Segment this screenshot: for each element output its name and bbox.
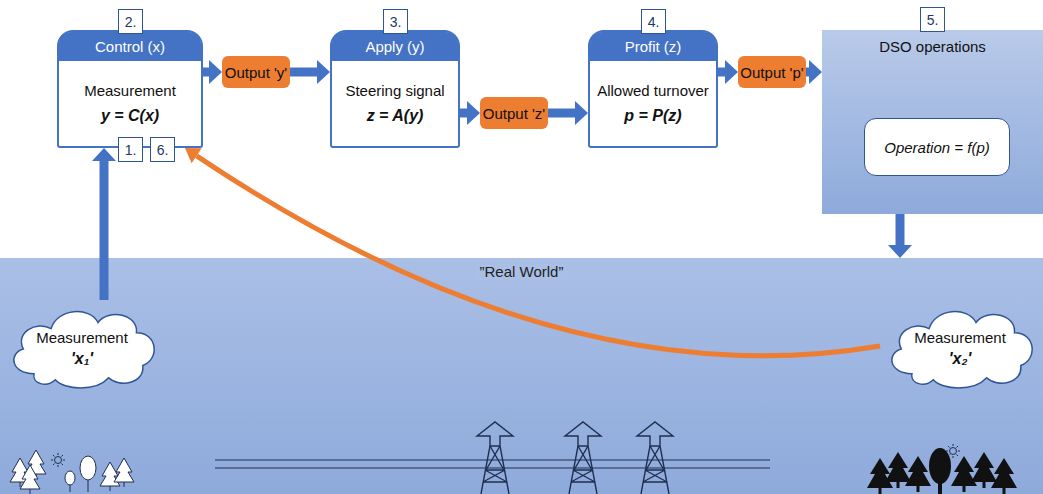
arrow-head [467, 101, 480, 125]
cloud-text: Measurement [914, 329, 1006, 346]
cloud-text: Measurement [36, 329, 128, 346]
black-trees [867, 444, 1017, 494]
connector-line [290, 68, 317, 77]
real-world-ground [0, 258, 1043, 494]
box-title: Profit (z) [625, 38, 682, 55]
callout-number: 6. [150, 137, 175, 162]
callout-number: 4. [641, 9, 666, 34]
box-text: Output 'p' [740, 64, 803, 81]
equation: z = A(y) [367, 107, 424, 125]
connector [92, 148, 116, 300]
arrow-head [185, 148, 202, 163]
measurement-cloud: Measurement 'x₁' [2, 300, 162, 390]
box-header: Profit (z) [590, 32, 716, 61]
apply-box: Apply (y) Steering signal z = A(y) [330, 30, 460, 148]
transmission-tower [565, 422, 601, 494]
box-text: Allowed turnover [597, 82, 709, 99]
equation: y = C(x) [101, 107, 159, 125]
arrow-head [209, 60, 222, 84]
connector [888, 214, 912, 258]
cloud-outline [14, 312, 154, 388]
box-text: Output 'y' [225, 64, 287, 81]
connector-line [203, 68, 209, 77]
panel-title: DSO operations [879, 38, 986, 55]
connector-line [548, 109, 575, 118]
connector-line [460, 109, 467, 118]
control-box: Control (x) Measurement y = C(x) [57, 30, 203, 148]
box-header: Apply (y) [332, 32, 458, 61]
connector [460, 101, 480, 125]
connector [185, 148, 880, 356]
connector-line [100, 161, 109, 300]
box-text: Output 'z' [483, 105, 545, 122]
transmission-tower [637, 422, 673, 494]
box-text: Operation = f(p) [884, 139, 989, 156]
arrow-head [317, 60, 330, 84]
connector [203, 60, 222, 84]
arrow-head [888, 245, 912, 258]
box-header: Control (x) [59, 32, 201, 61]
operation-box: Operation = f(p) [864, 118, 1010, 176]
transmission-tower [477, 422, 513, 494]
box-body: Allowed turnover p = P(z) [590, 61, 716, 146]
arrow-head [809, 60, 822, 84]
output-box: Output 'z' [480, 97, 548, 129]
connector-line [806, 68, 809, 77]
box-text: Measurement [84, 82, 176, 99]
connector [806, 60, 822, 84]
outline-trees [10, 450, 134, 494]
measurement-symbol: 'x₁' [71, 350, 93, 368]
connector [290, 60, 330, 84]
box-title: Control (x) [95, 38, 165, 55]
real-world-band: ”Real World” Measurement 'x₁' Measurement 'x… [0, 258, 1043, 494]
dso-panel: DSO operationsOperation = f(p) [822, 30, 1043, 214]
callout-number: 1. [118, 137, 143, 162]
cloud-outline [892, 312, 1032, 388]
arrow-head [92, 148, 116, 161]
connector-line [896, 214, 905, 245]
power-lines [215, 460, 770, 468]
callout-number: 5. [920, 7, 945, 32]
measurement-cloud: Measurement 'x₂' [880, 300, 1040, 390]
arrow-head [575, 101, 588, 125]
box-text: Steering signal [345, 82, 444, 99]
connector-line [718, 68, 725, 77]
connector-line [197, 156, 880, 356]
callout-number: 3. [383, 9, 408, 34]
box-title: Apply (y) [365, 38, 424, 55]
box-body: Steering signal z = A(y) [332, 61, 458, 146]
profit-box: Profit (z) Allowed turnover p = P(z) [588, 30, 718, 148]
band-title: ”Real World” [476, 263, 568, 280]
equation: p = P(z) [624, 107, 681, 125]
box-body: Measurement y = C(x) [59, 61, 201, 146]
output-box: Output 'p' [738, 56, 806, 88]
measurement-symbol: 'x₂' [949, 350, 972, 368]
connector [548, 101, 588, 125]
connector [718, 60, 738, 84]
arrow-head [725, 60, 738, 84]
callout-number: 2. [118, 9, 143, 34]
output-box: Output 'y' [222, 56, 290, 88]
